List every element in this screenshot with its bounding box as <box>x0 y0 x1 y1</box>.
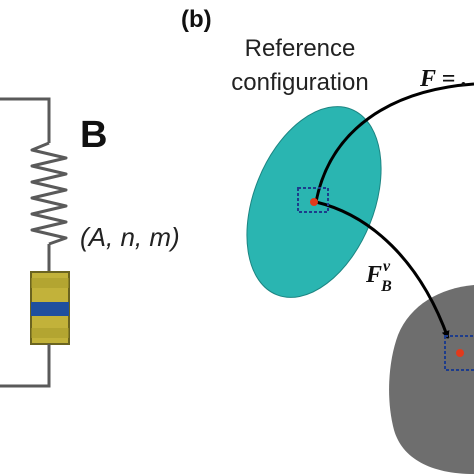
circuit-wire-bottom <box>0 344 51 388</box>
viscous-map-symbol: F <box>365 262 382 288</box>
deformed-neighborhood-box <box>444 335 474 371</box>
viscous-map-arrow <box>315 200 450 339</box>
deformation-gradient-arrow <box>314 82 474 203</box>
viscous-map-subscript: B <box>380 278 392 295</box>
reference-material-point <box>310 198 318 206</box>
rheological-element-b <box>0 97 70 388</box>
spring-coil <box>30 141 68 246</box>
parameter-label: (A, n, m) <box>80 222 180 252</box>
deformed-configuration-body <box>389 285 474 474</box>
circuit-wire-top <box>0 97 51 143</box>
viscous-map-superscript: v <box>383 258 391 275</box>
dashpot-band <box>31 302 69 316</box>
reference-label-line2: configuration <box>231 69 368 96</box>
element-label: B <box>80 114 107 156</box>
deformed-material-point <box>456 349 464 357</box>
deformation-gradient-label: F = . <box>419 66 467 92</box>
dashpot <box>30 271 70 345</box>
panel-label: (b) <box>181 6 212 33</box>
reference-neighborhood-box <box>297 187 329 213</box>
reference-label-line1: Reference <box>245 35 356 62</box>
